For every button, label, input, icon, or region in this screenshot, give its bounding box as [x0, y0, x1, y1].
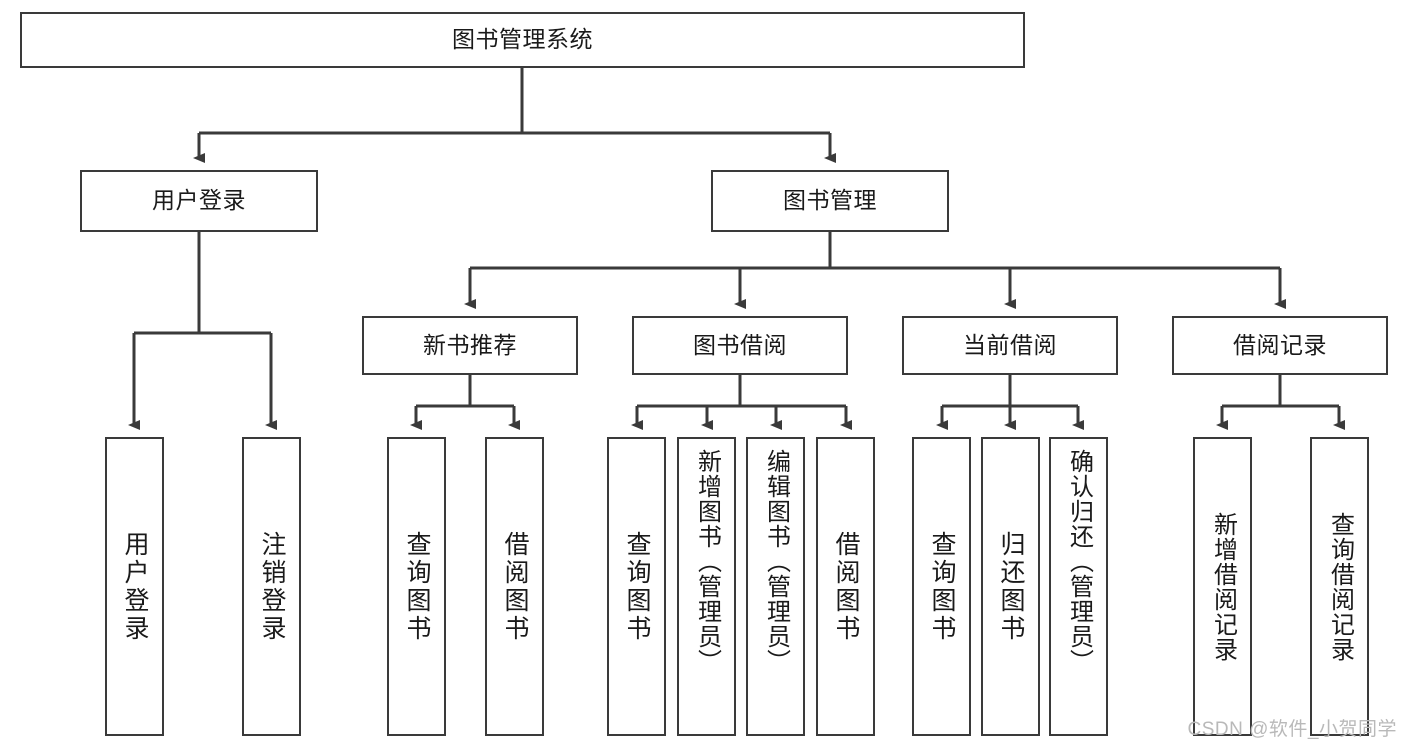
node-leaf-edit-book-label: 编辑图书（管理员）: [762, 449, 790, 674]
node-current-borrow[interactable]: 当前借阅: [902, 316, 1118, 375]
node-leaf-query-book-2[interactable]: 查询图书: [607, 437, 666, 736]
node-new-book-recommend[interactable]: 新书推荐: [362, 316, 578, 375]
node-leaf-return-book-label: 归还图书: [997, 530, 1025, 643]
node-leaf-user-login[interactable]: 用户登录: [105, 437, 164, 736]
node-leaf-add-book[interactable]: 新增图书（管理员）: [677, 437, 736, 736]
node-leaf-return-book[interactable]: 归还图书: [981, 437, 1040, 736]
node-leaf-edit-book[interactable]: 编辑图书（管理员）: [746, 437, 805, 736]
node-leaf-query-record-label: 查询借阅记录: [1326, 511, 1354, 662]
node-leaf-user-login-label: 用户登录: [121, 530, 149, 643]
node-leaf-query-book-3[interactable]: 查询图书: [912, 437, 971, 736]
node-leaf-query-book-1-label: 查询图书: [403, 530, 431, 643]
node-leaf-borrow-book-1-label: 借阅图书: [501, 530, 529, 643]
node-book-borrow[interactable]: 图书借阅: [632, 316, 848, 375]
node-leaf-query-book-3-label: 查询图书: [928, 530, 956, 643]
node-leaf-logout-login-label: 注销登录: [258, 530, 286, 643]
node-book-manage[interactable]: 图书管理: [711, 170, 949, 232]
node-leaf-logout-login[interactable]: 注销登录: [242, 437, 301, 736]
node-leaf-add-record[interactable]: 新增借阅记录: [1193, 437, 1252, 736]
node-leaf-query-book-1[interactable]: 查询图书: [387, 437, 446, 736]
node-leaf-confirm-return[interactable]: 确认归还（管理员）: [1049, 437, 1108, 736]
node-borrow-record-label: 借阅记录: [1233, 331, 1327, 358]
node-user-login[interactable]: 用户登录: [80, 170, 318, 232]
node-root[interactable]: 图书管理系统: [20, 12, 1025, 68]
node-book-manage-label: 图书管理: [783, 187, 877, 214]
node-user-login-label: 用户登录: [152, 187, 246, 214]
node-new-book-recommend-label: 新书推荐: [423, 331, 517, 358]
node-leaf-borrow-book-2[interactable]: 借阅图书: [816, 437, 875, 736]
node-leaf-borrow-book-1[interactable]: 借阅图书: [485, 437, 544, 736]
node-book-borrow-label: 图书借阅: [693, 331, 787, 358]
node-borrow-record[interactable]: 借阅记录: [1172, 316, 1388, 375]
node-leaf-query-book-2-label: 查询图书: [623, 530, 651, 643]
node-leaf-confirm-return-label: 确认归还（管理员）: [1065, 449, 1093, 674]
node-leaf-add-record-label: 新增借阅记录: [1209, 511, 1237, 662]
node-leaf-add-book-label: 新增图书（管理员）: [693, 449, 721, 674]
node-leaf-query-record[interactable]: 查询借阅记录: [1310, 437, 1369, 736]
node-root-label: 图书管理系统: [452, 26, 593, 53]
node-leaf-borrow-book-2-label: 借阅图书: [832, 530, 860, 643]
node-current-borrow-label: 当前借阅: [963, 331, 1057, 358]
